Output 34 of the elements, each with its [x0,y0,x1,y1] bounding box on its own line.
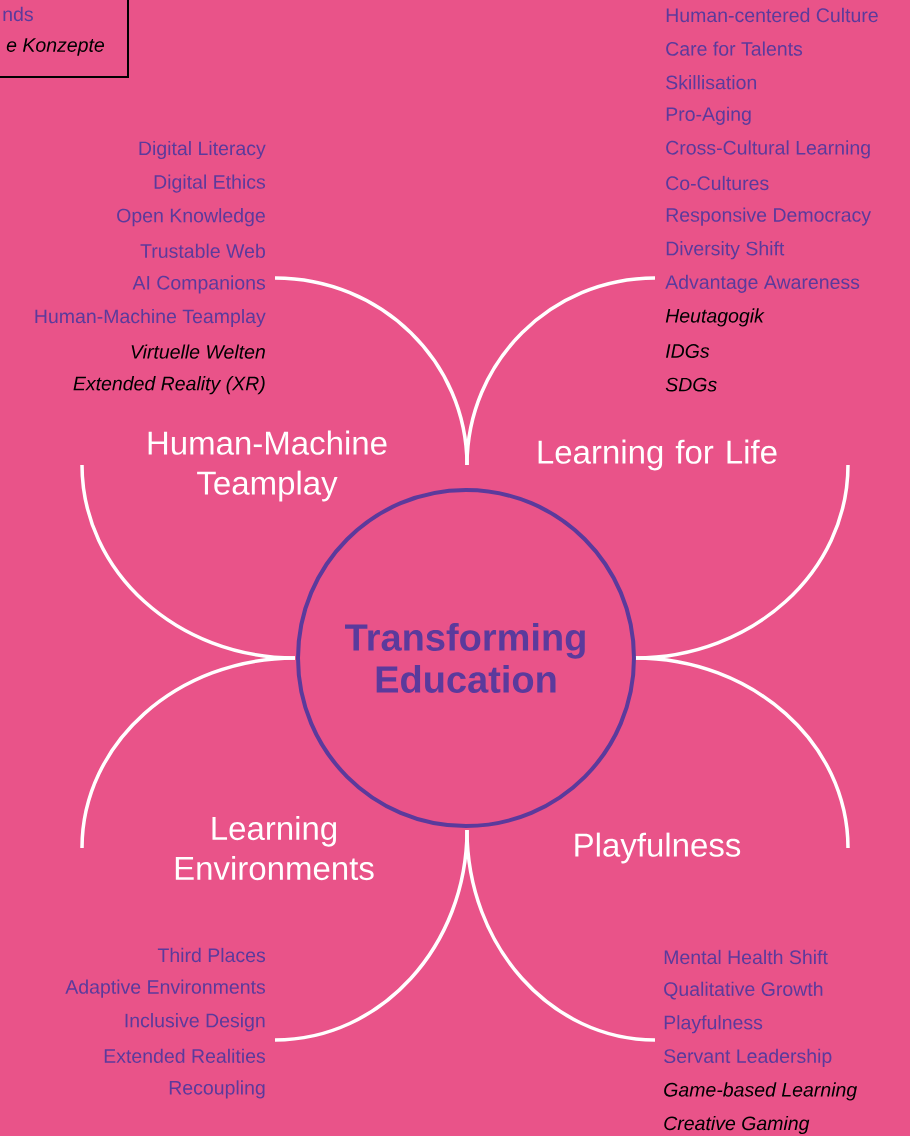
list-item: SDGs [665,377,717,392]
list-item: Playfulness [664,1015,763,1034]
list-item: Advantage Awareness [665,274,860,293]
list-item: Digital Literacy [139,140,266,160]
list-item: Inclusive Design [125,1013,265,1032]
petal-title: Playfulness [575,832,741,864]
list-item: Co-Cultures [666,175,769,191]
list-item: Recoupling [169,1080,265,1099]
list-item: Diversity Shift [666,241,785,260]
list-item: Creative Gaming [664,1115,810,1135]
list-item: Third Places [157,947,266,963]
list-item: Adaptive Environments [65,979,266,998]
list-item: Servant Leadership [664,1048,832,1067]
list-item: Game-based Learning [664,1082,857,1101]
list-item: Heutagogik [665,308,765,327]
list-item: Trustable Web [140,243,265,258]
list-item: IDGs [665,344,710,358]
list-item: Mental Health Shift [664,949,828,965]
list-item: Pro-Aging [666,106,751,125]
petal-title: Learning for Life [538,439,777,471]
list-item: AI Companions [132,275,266,294]
list-item: Cross-Cultural Learning [666,140,870,159]
list-item: Human-centered Culture [666,7,878,23]
list-item: Responsive Democracy [666,207,871,226]
list-item: Human-Machine Teamplay [35,308,266,328]
list-item: Extended Realities [104,1048,266,1063]
list-item: Digital Ethics [154,174,266,193]
legend-box: nds e Konzepte [0,0,129,78]
list-item: Open Knowledge [117,208,265,227]
list-item: Qualitative Growth [664,981,823,1000]
list-item: Skillisation [666,75,757,90]
list-item: Care for Talents [666,41,803,56]
list-item: Extended Reality (XR) [73,376,265,395]
list-item: Virtuelle Welten [131,344,265,359]
